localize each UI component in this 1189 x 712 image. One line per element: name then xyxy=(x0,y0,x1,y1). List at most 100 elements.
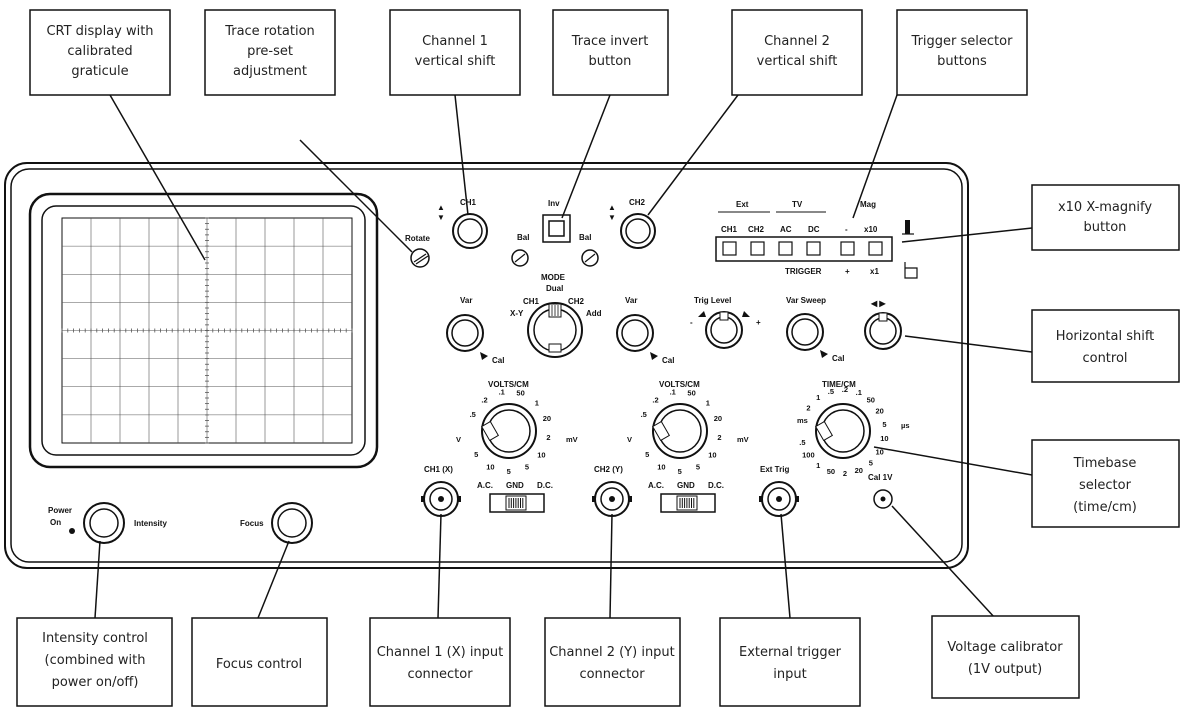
time-tick-17: .5 xyxy=(799,438,805,447)
trig-minus-label: - xyxy=(845,225,848,234)
trigger-ch1-button[interactable] xyxy=(722,241,737,256)
ch2-coupling-switch[interactable] xyxy=(660,493,716,513)
ch2-dc-label: D.C. xyxy=(708,481,724,490)
rotate-label: Rotate xyxy=(405,234,430,243)
ch1-volts-tick-4: 1 xyxy=(535,398,539,407)
callout-ch1-input: Channel 1 (X) input connector xyxy=(369,617,511,707)
ch2-volts-cm-label: VOLTS/CM xyxy=(659,380,700,389)
trigger-button-strip xyxy=(715,236,893,262)
ch1-volts-cm-label: VOLTS/CM xyxy=(488,380,529,389)
ch2-volts-tick-4: 1 xyxy=(706,398,710,407)
time-tick-7: 20 xyxy=(876,407,884,416)
trigger-ch2-button[interactable] xyxy=(750,241,765,256)
mag-x10-label: x10 xyxy=(864,225,878,234)
callout-ch2-shift: Channel 2 vertical shift xyxy=(731,9,863,96)
time-tick-11: 5 xyxy=(869,459,873,468)
ch2-var-knob[interactable] xyxy=(616,314,654,352)
time-tick-10: 10 xyxy=(876,447,884,456)
ch2-volts-cm-dial[interactable] xyxy=(651,403,708,459)
ch1-shift-label: CH1 xyxy=(460,198,477,207)
time-tick-0: ms xyxy=(797,416,808,425)
ch1-x-label: CH1 (X) xyxy=(424,465,453,474)
svg-text:(1V output): (1V output) xyxy=(968,662,1042,677)
svg-text:(combined with: (combined with xyxy=(45,653,146,668)
ext-trig-bnc-connector[interactable] xyxy=(759,481,799,517)
svg-text:External trigger: External trigger xyxy=(739,645,842,660)
callout-horizontal-shift: Horizontal shift control xyxy=(1031,309,1180,383)
cal-1v-terminal[interactable] xyxy=(873,489,893,509)
horizontal-shift-knob[interactable] xyxy=(864,312,902,350)
time-tick-12: 20 xyxy=(855,466,863,475)
callout-trigger-selector: Trigger selector buttons xyxy=(896,9,1028,96)
svg-text:Trace invert: Trace invert xyxy=(571,34,649,49)
trig-level-left-arrow-icon xyxy=(698,311,706,317)
trig-level-knob[interactable] xyxy=(705,311,743,349)
svg-text:x10 X-magnify: x10 X-magnify xyxy=(1058,200,1152,215)
svg-text:power on/off): power on/off) xyxy=(52,675,139,690)
ch2-switch-ridges xyxy=(679,498,695,508)
x10-magnify-button[interactable] xyxy=(868,241,883,256)
trace-invert-button[interactable] xyxy=(542,214,571,243)
time-tick-16: 100 xyxy=(802,451,815,460)
ch2-y-label: CH2 (Y) xyxy=(594,465,623,474)
trigger-polarity-button[interactable] xyxy=(840,241,855,256)
ch2-volts-tick-9: 5 xyxy=(678,467,682,476)
cal-1v-label: Cal 1V xyxy=(868,473,893,482)
ch2-volts-tick-3: 50 xyxy=(687,389,695,398)
svg-text:vertical shift: vertical shift xyxy=(757,54,838,69)
ch2-vertical-shift-knob[interactable] xyxy=(620,213,656,249)
ch1-volts-tick-6: 2 xyxy=(546,433,550,442)
ch1-down-arrow-icon: ▼ xyxy=(437,213,445,222)
svg-text:connector: connector xyxy=(579,667,645,682)
svg-text:Timebase: Timebase xyxy=(1073,456,1137,471)
svg-text:Intensity control: Intensity control xyxy=(42,631,148,646)
trig-ch1-label: CH1 xyxy=(721,225,738,234)
time-tick-15: 1 xyxy=(816,461,820,470)
callout-calibrator: Voltage calibrator (1V output) xyxy=(931,615,1080,699)
bal-left-preset[interactable] xyxy=(511,249,529,267)
intensity-power-knob[interactable] xyxy=(83,502,125,544)
pressed-state-icon xyxy=(905,220,910,234)
time-tick-4: .2 xyxy=(842,385,848,394)
focus-knob[interactable] xyxy=(271,502,313,544)
focus-label: Focus xyxy=(240,519,264,528)
trigger-ac-button[interactable] xyxy=(778,241,793,256)
ch1-volts-cm-dial[interactable] xyxy=(480,403,537,459)
callout-timebase: Timebase selector (time/cm) xyxy=(1031,439,1180,528)
ch2-cal-arrow-icon xyxy=(650,352,658,360)
trigger-dc-button[interactable] xyxy=(806,241,821,256)
bal-right-preset[interactable] xyxy=(581,249,599,267)
callout-trace-invert: Trace invert button xyxy=(552,9,669,96)
svg-text:Trigger selector: Trigger selector xyxy=(911,34,1014,49)
var-sweep-cal-arrow-icon xyxy=(820,350,828,358)
trig-level-label: Trig Level xyxy=(694,296,731,305)
ch2-volts-tick-1: .2 xyxy=(652,395,658,404)
svg-text:calibrated: calibrated xyxy=(67,44,132,59)
ch1-var-knob[interactable] xyxy=(446,314,484,352)
var-sweep-knob[interactable] xyxy=(786,313,824,351)
mode-ch1-label: CH1 xyxy=(523,297,540,306)
ch1-coupling-switch[interactable] xyxy=(489,493,545,513)
mode-dual-label: Dual xyxy=(546,284,563,293)
time-cm-label: TIME/CM xyxy=(822,380,856,389)
ch2-up-arrow-icon: ▲ xyxy=(608,203,616,212)
ext-label: Ext xyxy=(736,200,749,209)
svg-text:connector: connector xyxy=(407,667,473,682)
ch1-vertical-shift-knob[interactable] xyxy=(452,213,488,249)
callout-ext-trigger: External trigger input xyxy=(719,617,861,707)
svg-text:(time/cm): (time/cm) xyxy=(1073,500,1137,515)
mode-selector-knob[interactable] xyxy=(527,302,583,358)
ch1-dc-label: D.C. xyxy=(537,481,553,490)
svg-text:Focus control: Focus control xyxy=(216,657,302,672)
ch2-ac-label: A.C. xyxy=(648,481,664,490)
ch1-switch-ridges xyxy=(508,498,524,508)
trig-level-minus-label: - xyxy=(690,318,693,327)
time-tick-5: .1 xyxy=(856,388,862,397)
time-tick-2: 1 xyxy=(816,393,820,402)
rotate-preset[interactable] xyxy=(410,248,430,268)
timebase-dial[interactable] xyxy=(814,403,871,459)
ch1-volts-tick-8: 5 xyxy=(525,463,529,472)
trigger-label: TRIGGER xyxy=(785,267,822,276)
ch2-bnc-connector[interactable] xyxy=(592,481,632,517)
